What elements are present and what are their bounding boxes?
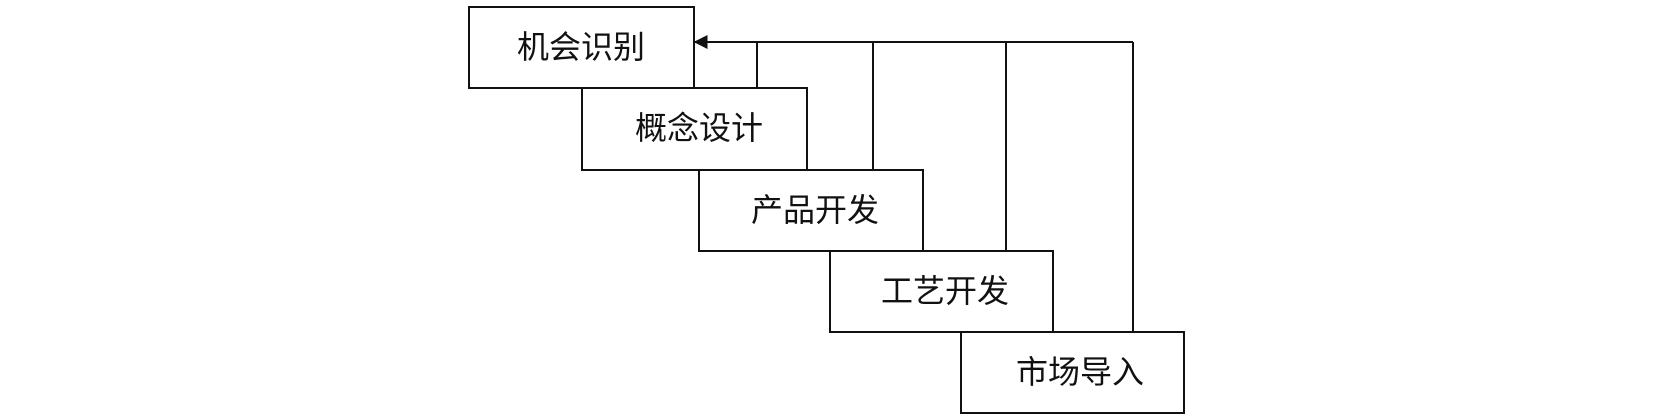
stage-box	[581, 87, 808, 171]
feedback-connectors	[693, 35, 1134, 332]
stage-box	[468, 6, 695, 89]
stage-box	[698, 169, 924, 252]
stage-box	[829, 250, 1054, 333]
stage-label: 机会识别	[517, 28, 645, 66]
stage-market-introduction: 市场导入	[960, 331, 1185, 414]
stage-concept-design: 概念设计	[581, 87, 808, 171]
stage-label: 产品开发	[751, 191, 879, 229]
stage-process-development: 工艺开发	[829, 250, 1054, 333]
stage-box	[960, 331, 1185, 414]
stage-label: 概念设计	[635, 109, 763, 147]
stage-opportunity-identification: 机会识别	[468, 6, 695, 89]
stage-label: 市场导入	[1016, 353, 1144, 391]
stage-product-development: 产品开发	[698, 169, 924, 252]
stage-label: 工艺开发	[881, 272, 1009, 310]
